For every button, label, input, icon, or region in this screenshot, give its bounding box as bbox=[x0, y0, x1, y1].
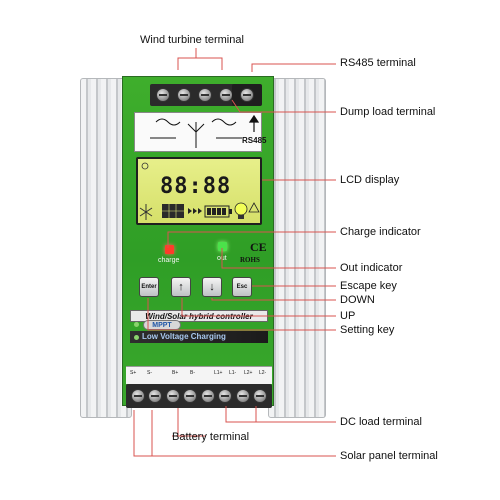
rohs-mark: ROHS bbox=[240, 256, 260, 264]
up-key[interactable]: ↑ bbox=[171, 277, 191, 297]
terminal-screw bbox=[218, 389, 233, 403]
terminal-label-l2-minus: L2- bbox=[259, 370, 267, 376]
esc-key[interactable]: Esc bbox=[232, 277, 252, 297]
heatsink-right bbox=[268, 78, 326, 418]
terminal-label-l1-plus: L1+ bbox=[214, 370, 223, 376]
callout-solar-panel-terminal: Solar panel terminal bbox=[340, 450, 438, 462]
terminal-screw bbox=[130, 389, 145, 403]
terminal-screw bbox=[218, 88, 233, 102]
callout-battery-terminal: Battery terminal bbox=[172, 431, 250, 443]
status-dot bbox=[134, 335, 139, 340]
ce-mark: CE bbox=[250, 240, 267, 254]
terminal-label-s-minus: S- bbox=[147, 370, 152, 376]
callout-rs485-terminal: RS485 terminal bbox=[340, 57, 416, 69]
terminal-screw bbox=[240, 88, 254, 102]
callout-lcd-display: LCD display bbox=[340, 174, 400, 186]
callout-escape-key: Escape key bbox=[340, 280, 397, 292]
status-dot bbox=[134, 322, 139, 327]
bottom-terminal-legend bbox=[126, 366, 272, 384]
out-led bbox=[218, 242, 227, 251]
mode-label: Low Voltage Charging bbox=[130, 331, 268, 343]
out-led-label: out bbox=[217, 255, 227, 262]
terminal-legend-card bbox=[134, 112, 262, 152]
terminal-screw bbox=[200, 389, 215, 403]
callout-up: UP bbox=[340, 310, 356, 322]
callout-setting-key: Setting key bbox=[340, 324, 395, 336]
terminal-screw bbox=[235, 389, 250, 403]
rs485-label: RS485 bbox=[242, 136, 267, 145]
charge-led-label: charge bbox=[158, 257, 180, 264]
terminal-screw bbox=[253, 389, 268, 403]
lcd-digits: 88:88 bbox=[160, 174, 232, 199]
enter-key[interactable]: Enter bbox=[139, 277, 159, 297]
callout-out-indicator: Out indicator bbox=[340, 262, 403, 274]
terminal-label-l1-minus: L1- bbox=[229, 370, 237, 376]
terminal-label-b-plus: B+ bbox=[172, 370, 179, 376]
callout-wind-turbine-terminal: Wind turbine terminal bbox=[140, 34, 244, 46]
terminal-screw bbox=[156, 88, 171, 102]
charge-led bbox=[165, 245, 174, 254]
terminal-screw bbox=[165, 389, 180, 403]
rs485-port bbox=[232, 84, 262, 106]
terminal-label-s-plus: S+ bbox=[130, 370, 137, 376]
terminal-label-l2-plus: L2+ bbox=[244, 370, 253, 376]
terminal-screw bbox=[197, 88, 212, 102]
callout-dump-load-terminal: Dump load terminal bbox=[340, 106, 436, 118]
bottom-terminal-block bbox=[126, 384, 272, 408]
terminal-label-b-minus: B- bbox=[190, 370, 195, 376]
mppt-badge: MPPT bbox=[143, 320, 181, 330]
callout-down: DOWN bbox=[340, 294, 375, 306]
terminal-screw bbox=[183, 389, 198, 403]
terminal-screw bbox=[177, 88, 192, 102]
down-key[interactable]: ↓ bbox=[202, 277, 222, 297]
callout-dc-load-terminal: DC load terminal bbox=[340, 416, 422, 428]
terminal-screw bbox=[148, 389, 163, 403]
callout-charge-indicator: Charge indicator bbox=[340, 226, 421, 238]
